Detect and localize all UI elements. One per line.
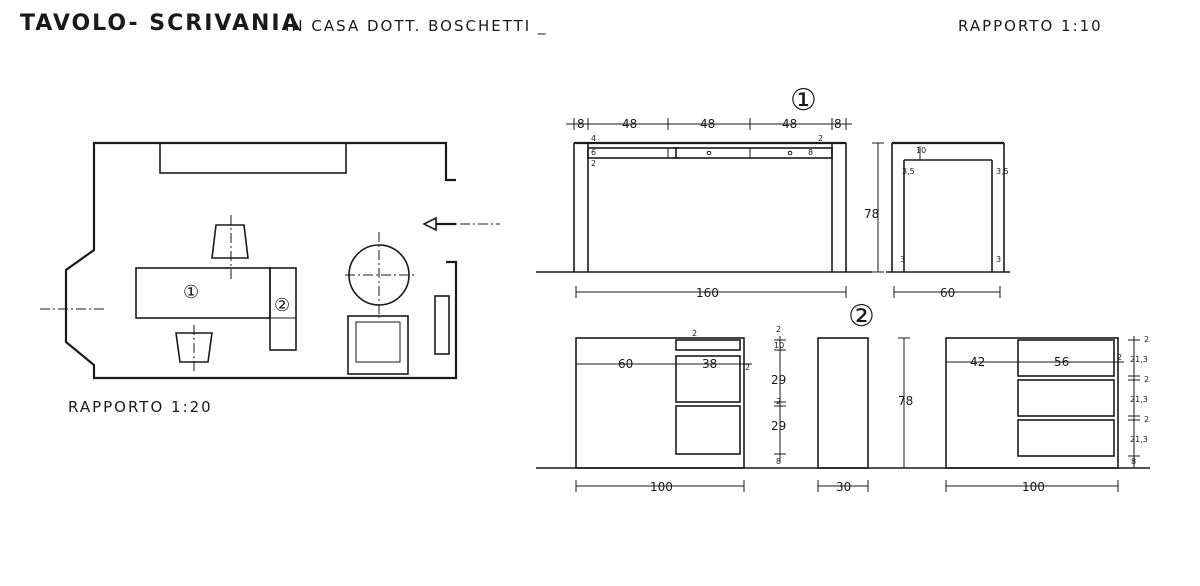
- plan-bench: [434, 295, 450, 355]
- dim-front-top-a: 2: [692, 329, 697, 338]
- dim-side-depth-2: 30: [836, 480, 851, 494]
- dim-w-1: 8: [577, 117, 585, 131]
- dim-top-e: 8: [808, 148, 813, 157]
- dim-top-c: 2: [591, 159, 596, 168]
- dim-top-a: 4: [591, 134, 596, 143]
- dim-front-left: 60: [618, 357, 633, 371]
- plan-marker-desk: ①: [183, 282, 199, 303]
- view-1-desk: ① 8 48 48 48 8 4 6 2 2 8 160: [536, 83, 1010, 300]
- plan-armchair: [347, 315, 409, 375]
- dim-front-width: 100: [650, 480, 673, 494]
- plan-chair-top: [211, 224, 249, 259]
- dim-back-left: 42: [970, 355, 985, 369]
- plan-chair-bottom: [175, 332, 213, 363]
- dim-front-drawer: 38: [702, 357, 717, 371]
- dim-back-r-3: 2: [1144, 375, 1149, 384]
- dim-back-r-2: 21,3: [1130, 355, 1148, 364]
- drawing-scale: RAPPORTO 1:10: [958, 17, 1103, 35]
- dim-back-width: 100: [1022, 480, 1045, 494]
- cabinet-side: [817, 337, 869, 469]
- drawing-title: TAVOLO- SCRIVANIA: [20, 11, 301, 36]
- dim-back-side: 2: [1117, 353, 1122, 362]
- dim-side-height: 78: [898, 394, 913, 408]
- dim-side-right: 3,5: [996, 167, 1009, 176]
- drawing-subtitle: IN CASA DOTT. BOSCHETTI _: [285, 17, 548, 36]
- drawer-knob-icon: [787, 150, 793, 156]
- dim-front-side: 2: [745, 363, 750, 372]
- dim-side-leg-r: 3: [996, 255, 1001, 264]
- view-2-cabinet: ② 60 38 2 2 2 10 29 2 29 8 100 78: [536, 299, 1150, 494]
- dim-front-r-6: 8: [776, 457, 781, 466]
- drawer-knob-icon: [706, 150, 712, 156]
- dim-back-r-4: 21,3: [1130, 395, 1148, 404]
- desk-drawer-band: [587, 147, 833, 159]
- dim-w-5: 8: [834, 117, 842, 131]
- plan-cabinet: [269, 267, 297, 351]
- dim-side-depth: 60: [940, 286, 955, 300]
- dim-side-top: 10: [916, 146, 926, 155]
- dim-front-r-5: 29: [771, 419, 786, 433]
- dim-back-r-5: 2: [1144, 415, 1149, 424]
- plan-marker-cabinet: ②: [274, 295, 290, 316]
- dim-front-r-3: 29: [771, 373, 786, 387]
- dim-w-2: 48: [622, 117, 637, 131]
- entrance-arrow-icon: [422, 216, 500, 232]
- dim-top-b: 6: [591, 148, 596, 157]
- dim-total-width: 160: [696, 286, 719, 300]
- dim-front-r-2: 10: [774, 341, 784, 350]
- cabinet-front: [575, 337, 745, 469]
- room-plan: ① ② RAPPORTO 1:20: [40, 141, 500, 416]
- plan-scale: RAPPORTO 1:20: [68, 398, 213, 416]
- dim-side-left: 3,5: [902, 167, 915, 176]
- view-1-label: ①: [790, 83, 817, 118]
- dim-front-r-1: 2: [776, 325, 781, 334]
- plan-desk: [135, 267, 271, 319]
- dim-top-d: 2: [818, 134, 823, 143]
- dim-back-r-6: 21,3: [1130, 435, 1148, 444]
- dim-back-drawer: 56: [1054, 355, 1069, 369]
- dim-back-r-7: 8: [1131, 457, 1136, 466]
- dim-w-4: 48: [782, 117, 797, 131]
- dim-front-r-4: 2: [776, 397, 781, 406]
- view-2-label: ②: [848, 299, 875, 334]
- cabinet-back: [945, 337, 1119, 469]
- dim-height: 78: [864, 207, 879, 221]
- dim-side-leg-l: 3: [900, 255, 905, 264]
- dim-back-r-1: 2: [1144, 335, 1149, 344]
- dim-w-3: 48: [700, 117, 715, 131]
